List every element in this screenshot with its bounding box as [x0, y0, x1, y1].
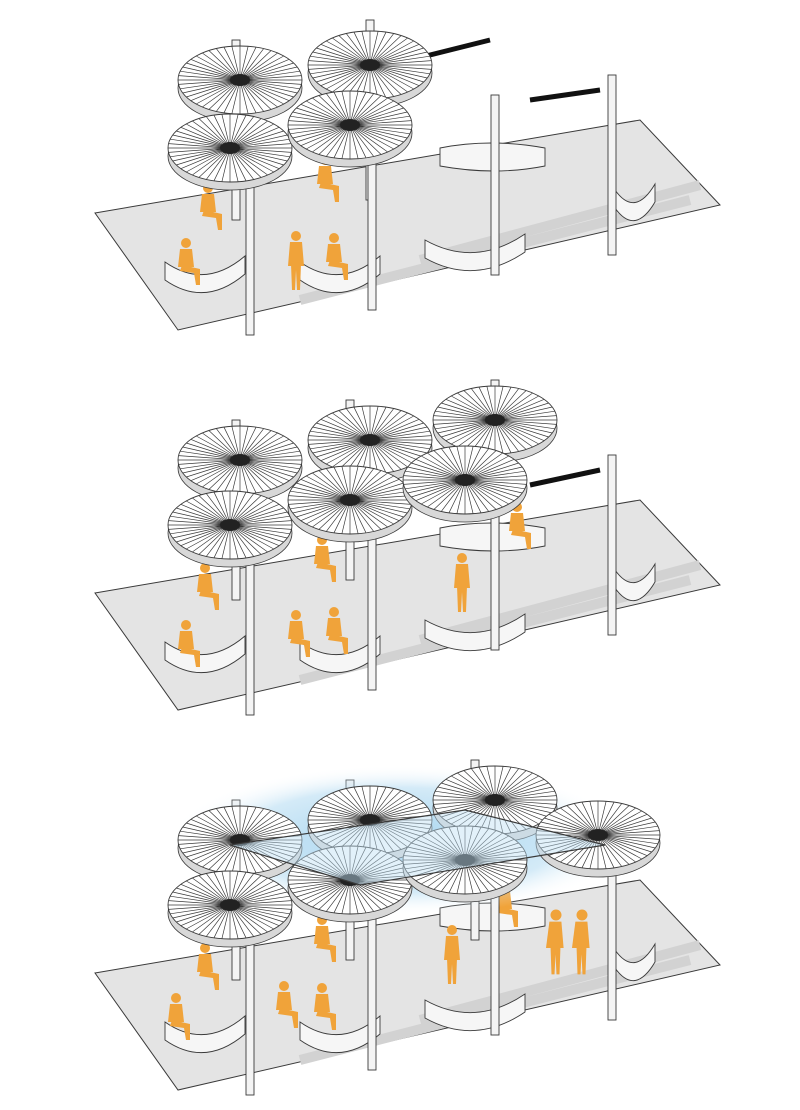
umbrella-fan-icon: [287, 465, 413, 543]
umbrella-fan-icon: [432, 385, 558, 463]
bench-icon: [424, 233, 526, 272]
bench-icon: [614, 942, 656, 981]
support-arm: [529, 467, 601, 488]
diagram-panel-2: [94, 379, 721, 716]
person-figure-icon: [178, 238, 200, 285]
bench-icon: [424, 613, 526, 652]
person-figure-icon: [197, 563, 219, 610]
bench-icon: [299, 1015, 381, 1053]
umbrella-fan-icon: [167, 490, 293, 568]
diagram-panel-1: [94, 19, 721, 336]
bench-icon: [164, 1015, 246, 1053]
bench-icon: [424, 993, 526, 1032]
diagram-panel-3: [94, 759, 721, 1096]
umbrella-fan-icon: [177, 45, 303, 123]
bench-icon: [614, 562, 656, 601]
bench-icon: [299, 635, 381, 673]
pole-icon: [490, 94, 500, 276]
pole-icon: [607, 454, 617, 636]
person-figure-icon: [454, 553, 470, 612]
umbrella-fan-icon: [307, 405, 433, 483]
pole-icon: [607, 74, 617, 256]
umbrella-fan-icon: [287, 90, 413, 168]
person-figure-icon: [326, 607, 348, 654]
umbrella-fan-icon: [402, 825, 528, 903]
person-figure-icon: [288, 610, 310, 657]
person-figure-icon: [276, 981, 298, 1028]
person-figure-icon: [546, 909, 564, 975]
bench-icon: [164, 255, 246, 293]
person-figure-icon: [444, 925, 460, 984]
bench-icon: [299, 255, 381, 293]
canopy-frame: [229, 809, 606, 886]
person-figure-icon: [326, 233, 348, 280]
person-figure-icon: [314, 983, 336, 1030]
person-figure-icon: [168, 993, 190, 1040]
umbrella-fan-icon: [167, 113, 293, 191]
person-figure-icon: [572, 909, 590, 975]
person-figure-icon: [178, 620, 200, 667]
umbrella-fan-icon: [177, 425, 303, 503]
person-figure-icon: [288, 231, 304, 290]
person-figure-icon: [197, 943, 219, 990]
umbrella-fan-icon: [167, 870, 293, 948]
bench-icon: [614, 182, 656, 221]
support-arm: [529, 87, 601, 103]
umbrella-fan-icon: [402, 445, 528, 523]
